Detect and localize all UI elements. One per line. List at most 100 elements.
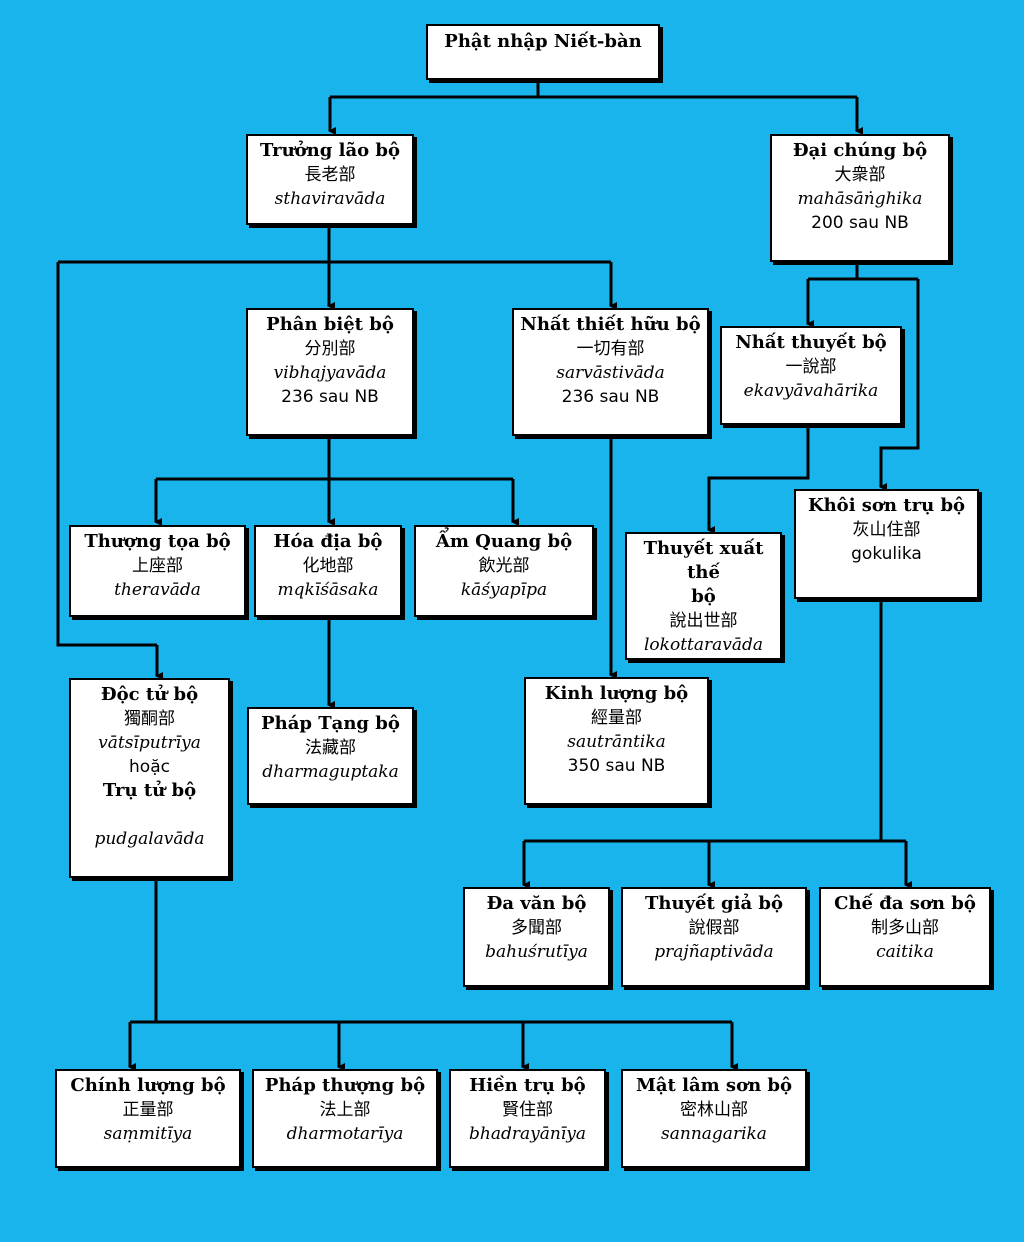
- node-theravada-title: Thượng tọa bộ: [84, 531, 231, 552]
- node-bahusrutiya-title: Đa văn bộ: [486, 893, 587, 914]
- node-kasyapiya: Ẩm Quang bộ 飲光部 kāśyapīpa: [414, 525, 594, 617]
- node-bhadrayaniya-title: Hiền trụ bộ: [469, 1075, 586, 1096]
- node-gokulika-title: Khôi sơn trụ bộ: [807, 495, 966, 516]
- node-prajnaptivada-sanskrit: prajñaptivāda: [654, 942, 774, 962]
- edge-vatsiputriya: [130, 878, 732, 1024]
- arrow-to-lokottaravada: [707, 425, 810, 534]
- node-sarvastivada-title: Nhất thiết hữu bộ: [520, 314, 701, 335]
- node-vatsiputriya: Độc tử bộ 獨酮部 vātsīputrīya hoặc Trụ tử b…: [69, 678, 230, 878]
- node-ekavyavaharika-sanskrit: ekavyāvahārika: [743, 381, 879, 401]
- node-sautrantika-sanskrit: sautrāntika: [567, 732, 666, 752]
- node-dharmottariya: Pháp thượng bộ 法上部 dharmotarīya: [252, 1069, 438, 1168]
- node-dharmaguptaka: Pháp Tạng bộ 法藏部 dharmaguptaka: [247, 707, 414, 805]
- node-gokulika-sanskrit: gokulika: [851, 544, 922, 564]
- node-theravada-sanskrit: theravāda: [114, 580, 201, 600]
- node-dharmaguptaka-sanskrit: dharmaguptaka: [262, 762, 399, 782]
- node-prajnaptivada-chinese: 說假部: [688, 918, 740, 938]
- node-dharmottariya-title: Pháp thượng bộ: [264, 1075, 426, 1096]
- node-sammitiya: Chính lượng bộ 正量部 saṃmitīya: [55, 1069, 241, 1168]
- node-mahasanghika-note: 200 sau NB: [811, 213, 909, 233]
- node-vibhajyavada: Phân biệt bộ 分別部 vibhajyavāda 236 sau NB: [246, 308, 414, 436]
- node-sannagarika-title: Mật lâm sơn bộ: [635, 1075, 793, 1096]
- node-bahusrutiya: Đa văn bộ 多聞部 bahuśrutīya: [463, 887, 610, 987]
- node-mahisasaka: Hóa địa bộ 化地部 mqkīśāsaka: [254, 525, 402, 617]
- node-gokulika-chinese: 灰山住部: [852, 520, 921, 540]
- node-vatsiputriya-title: Độc tử bộ: [100, 684, 199, 705]
- node-bhadrayaniya-sanskrit: bhadrayānīya: [469, 1124, 586, 1144]
- node-sarvastivada-chinese: 一切有部: [576, 339, 645, 359]
- node-sarvastivada: Nhất thiết hữu bộ 一切有部 sarvāstivāda 236 …: [512, 308, 709, 436]
- node-sannagarika-chinese: 密林山部: [680, 1100, 748, 1120]
- node-sautrantika-title: Kinh lượng bộ: [544, 683, 689, 704]
- node-sthavira-sanskrit: sthaviravāda: [274, 189, 386, 209]
- node-kasyapiya-title: Ẩm Quang bộ: [435, 531, 573, 552]
- node-vatsiputriya-spacer: [71, 803, 228, 827]
- node-kasyapiya-chinese: 飲光部: [478, 556, 530, 576]
- node-sannagarika-sanskrit: sannagarika: [661, 1124, 767, 1144]
- node-sannagarika: Mật lâm sơn bộ 密林山部 sannagarika: [621, 1069, 807, 1168]
- node-theravada: Thượng tọa bộ 上座部 theravāda: [69, 525, 246, 617]
- node-sammitiya-title: Chính lượng bộ: [70, 1075, 226, 1096]
- node-sammitiya-sanskrit: saṃmitīya: [103, 1124, 193, 1144]
- node-dharmaguptaka-title: Pháp Tạng bộ: [261, 713, 400, 734]
- node-bahusrutiya-sanskrit: bahuśrutīya: [485, 942, 588, 962]
- node-bhadrayaniya: Hiền trụ bộ 賢住部 bhadrayānīya: [449, 1069, 606, 1168]
- node-lokottaravada: Thuyết xuất thế bộ 說出世部 lokottaravāda: [625, 532, 782, 660]
- node-vatsiputriya-or: hoặc: [129, 757, 170, 777]
- node-sthavira-title: Trưởng lão bộ: [260, 140, 400, 161]
- node-bahusrutiya-chinese: 多聞部: [511, 918, 562, 938]
- node-vatsiputriya-sanskrit2: pudgalavāda: [94, 829, 205, 849]
- node-dharmottariya-chinese: 法上部: [319, 1100, 371, 1120]
- node-mahisasaka-chinese: 化地部: [302, 556, 354, 576]
- node-dharmaguptaka-chinese: 法藏部: [305, 738, 356, 758]
- edge-root: [330, 80, 857, 99]
- node-mahasanghika-title: Đại chúng bộ: [792, 140, 928, 161]
- node-mahasanghika-chinese: 大衆部: [834, 165, 886, 185]
- node-root-title: Phật nhập Niết-bàn: [444, 31, 642, 52]
- node-ekavyavaharika-title: Nhất thuyết bộ: [735, 332, 887, 353]
- node-sarvastivada-note: 236 sau NB: [561, 387, 660, 407]
- node-sautrantika-chinese: 經量部: [591, 708, 642, 728]
- node-root: Phật nhập Niết-bàn: [426, 24, 660, 80]
- edge-gokulika: [524, 599, 906, 843]
- node-mahasanghika-sanskrit: mahāsāṅghika: [797, 189, 923, 209]
- node-sautrantika-note: 350 sau NB: [567, 756, 666, 776]
- node-mahisasaka-title: Hóa địa bộ: [273, 531, 383, 552]
- edge-mahasanghika: [808, 262, 918, 281]
- node-vatsiputriya-sanskrit: vātsīputrīya: [98, 733, 201, 753]
- node-prajnaptivada-title: Thuyết giả bộ: [644, 893, 783, 914]
- node-vibhajyavada-title: Phân biệt bộ: [266, 314, 394, 335]
- node-vatsiputriya-chinese: 獨酮部: [124, 709, 175, 729]
- node-gokulika: Khôi sơn trụ bộ 灰山住部 gokulika: [794, 489, 979, 599]
- node-kasyapiya-sanskrit: kāśyapīpa: [460, 580, 548, 600]
- node-caitika-chinese: 制多山部: [871, 918, 939, 938]
- node-lokottaravada-chinese: 說出世部: [669, 611, 738, 631]
- arrow-to-gokulika: [879, 279, 920, 491]
- node-dharmottariya-sanskrit: dharmotarīya: [286, 1124, 404, 1144]
- node-sarvastivada-sanskrit: sarvāstivāda: [556, 363, 665, 383]
- node-theravada-chinese: 上座部: [132, 556, 183, 576]
- node-mahasanghika: Đại chúng bộ 大衆部 mahāsāṅghika 200 sau NB: [770, 134, 950, 262]
- node-prajnaptivada: Thuyết giả bộ 說假部 prajñaptivāda: [621, 887, 807, 987]
- node-vibhajyavada-chinese: 分別部: [304, 339, 356, 359]
- node-mahisasaka-sanskrit: mqkīśāsaka: [277, 580, 379, 600]
- node-sautrantika: Kinh lượng bộ 經量部 sautrāntika 350 sau NB: [524, 677, 709, 805]
- node-sammitiya-chinese: 正量部: [122, 1100, 174, 1120]
- node-lokottaravada-title: Thuyết xuất thế: [643, 538, 764, 583]
- edge-to-vatsiputriya: [56, 262, 157, 647]
- node-sthavira: Trưởng lão bộ 長老部 sthaviravāda: [246, 134, 414, 225]
- edge-sthavira: [58, 225, 611, 264]
- node-sthavira-chinese: 長老部: [304, 165, 356, 185]
- node-vibhajyavada-sanskrit: vibhajyavāda: [273, 363, 387, 383]
- node-caitika-title: Chế đa sơn bộ: [834, 893, 976, 914]
- node-caitika: Chế đa sơn bộ 制多山部 caitika: [819, 887, 991, 987]
- node-caitika-sanskrit: caitika: [876, 942, 934, 962]
- node-lokottaravada-sanskrit: lokottaravāda: [643, 635, 764, 655]
- node-ekavyavaharika-chinese: 一說部: [785, 357, 837, 377]
- node-ekavyavaharika: Nhất thuyết bộ 一說部 ekavyāvahārika: [720, 326, 902, 425]
- node-bhadrayaniya-chinese: 賢住部: [502, 1100, 553, 1120]
- node-lokottaravada-title-cont: bộ: [691, 586, 716, 607]
- node-vibhajyavada-note: 236 sau NB: [281, 387, 379, 407]
- node-vatsiputriya-title2: Trụ tử bộ: [102, 780, 197, 801]
